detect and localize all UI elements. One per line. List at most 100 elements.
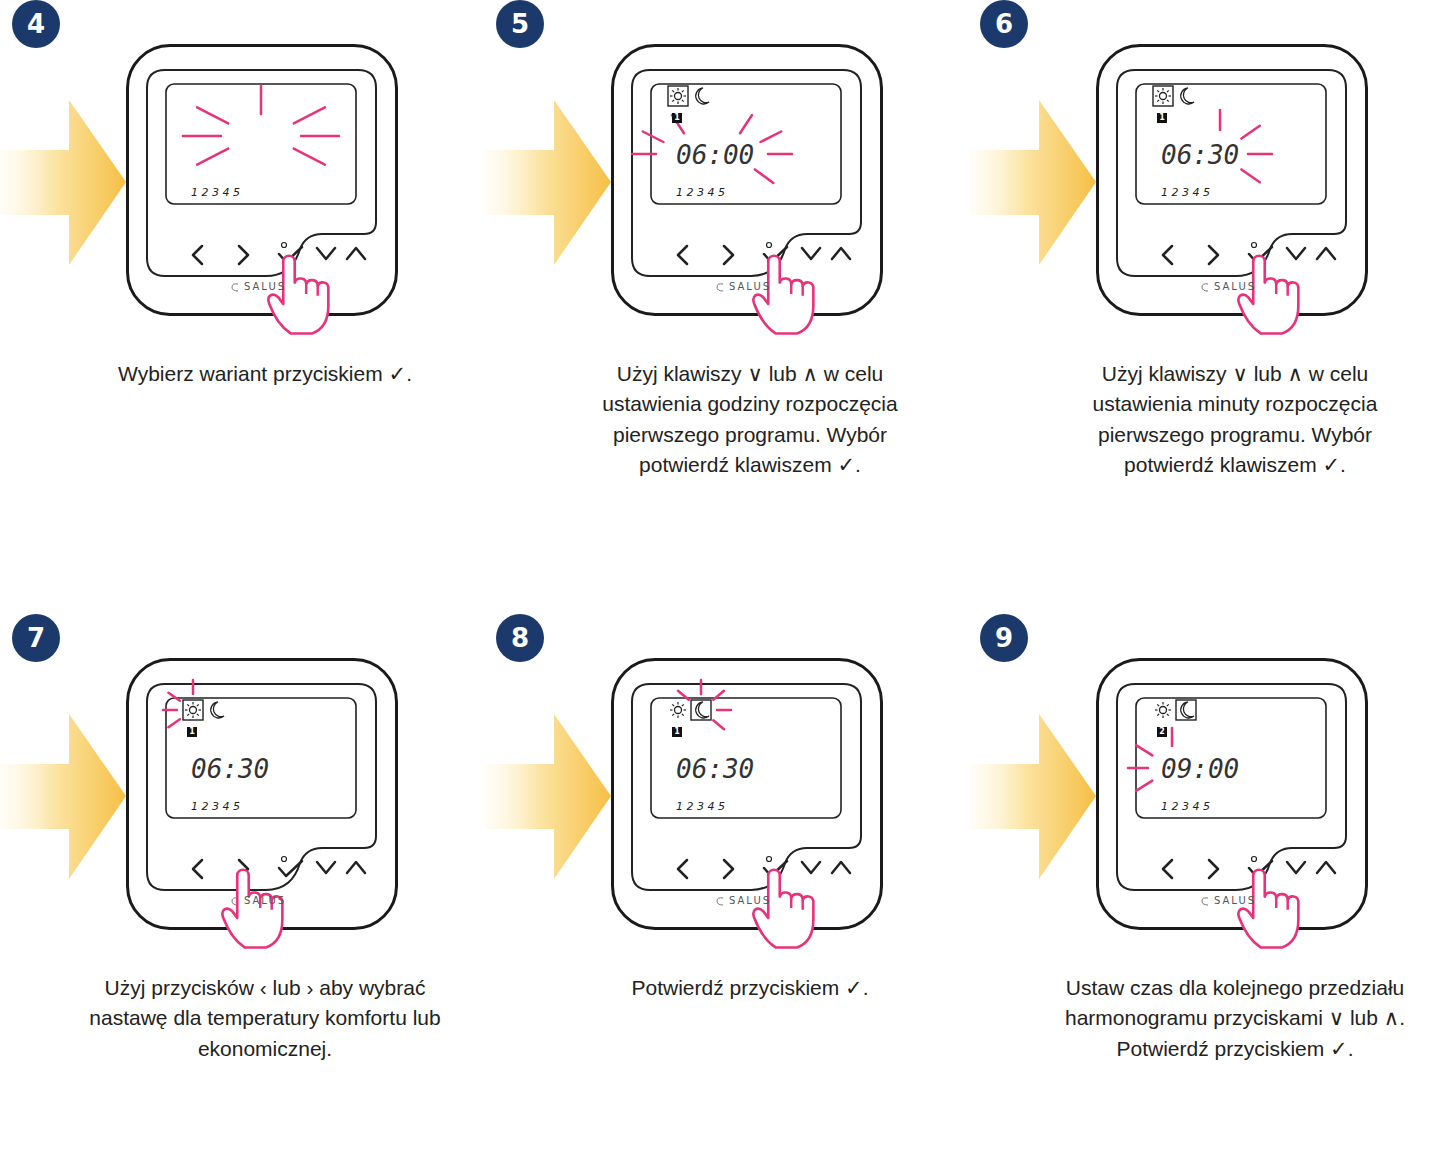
right-button	[1209, 860, 1218, 878]
blink-ray	[260, 86, 263, 114]
sun-ray	[677, 102, 678, 105]
sun-ray	[187, 714, 189, 716]
up-button	[347, 248, 365, 259]
up-button	[347, 862, 365, 873]
sun-ray	[1167, 100, 1169, 102]
right-button	[724, 246, 733, 264]
sun-ray	[682, 714, 684, 716]
blink-ray	[643, 132, 664, 143]
sun-ray	[677, 716, 678, 719]
logo-swirl	[1202, 284, 1208, 291]
right-button	[1209, 246, 1218, 264]
lcd-screen	[166, 698, 356, 818]
step-arrow	[969, 100, 1096, 265]
sun-ray	[1155, 709, 1158, 710]
step-arrow	[484, 100, 611, 265]
sun-ray	[1157, 714, 1159, 716]
thermostat-panel: 1 2 3 4 5SALUSWybierz wariant przyciskie…	[126, 44, 398, 316]
step-arrow	[484, 714, 611, 879]
lcd-prog: 1	[672, 727, 682, 737]
ok-button-sun	[282, 243, 287, 248]
sun-ray	[197, 704, 199, 706]
sun-ray	[1162, 102, 1163, 105]
thermostat-panel: 106:001 2 3 4 5SALUSUżyj klawiszy ∨ lub …	[611, 44, 883, 316]
sun-ray	[199, 709, 202, 710]
up-button	[832, 862, 850, 873]
blink-ray	[1241, 126, 1259, 139]
up-button	[1317, 248, 1335, 259]
blink-ray	[1248, 153, 1272, 156]
sun-ray	[684, 709, 687, 710]
lcd-prog: 1	[1157, 113, 1167, 123]
blink-ray	[678, 691, 689, 700]
logo-swirl	[1202, 898, 1208, 905]
lcd-salus: SALUS	[1099, 895, 1371, 906]
sun-ray	[192, 702, 193, 705]
step-number-text: 9	[995, 623, 1013, 653]
lcd-screen	[1136, 84, 1326, 204]
step-arrow	[969, 714, 1096, 879]
sun-ray	[1162, 88, 1163, 91]
step-arrow	[0, 100, 126, 265]
up-button	[1317, 862, 1335, 873]
blink-ray	[632, 153, 656, 156]
blink-ray	[197, 149, 228, 165]
lcd-days: 1 2 3 4 5	[676, 800, 725, 813]
step-number-text: 4	[27, 9, 45, 39]
blink-ray	[294, 149, 325, 165]
lcd-screen	[651, 84, 841, 204]
sun-ray	[684, 95, 687, 96]
right-button	[724, 860, 733, 878]
thermostat-drawing	[126, 44, 398, 316]
up-button	[832, 248, 850, 259]
lcd-time: 06:30	[191, 754, 269, 784]
sun-ray	[670, 95, 673, 96]
ok-button	[279, 861, 302, 876]
lcd-salus: SALUS	[1099, 281, 1371, 292]
left-button	[678, 246, 687, 264]
lcd-time: 06:00	[676, 140, 754, 170]
lcd-screen	[166, 84, 356, 204]
blink-ray	[1136, 781, 1152, 791]
blink-ray	[192, 680, 195, 694]
blink-ray	[301, 135, 339, 138]
step-number-text: 8	[511, 623, 529, 653]
lcd-days: 1 2 3 4 5	[1161, 186, 1210, 199]
icon-frame	[1153, 86, 1173, 106]
logo-swirl	[717, 284, 723, 291]
step-number: 7	[12, 614, 60, 662]
sun-icon	[1160, 707, 1167, 714]
lcd-days: 1 2 3 4 5	[191, 186, 240, 199]
step-caption: Użyj klawiszy ∨ lub ∧ w celu ustawienia …	[1055, 359, 1415, 481]
blink-ray	[197, 107, 228, 123]
down-button	[1287, 248, 1305, 259]
moon-icon	[1181, 702, 1194, 718]
sun-ray	[670, 709, 673, 710]
sun-ray	[672, 100, 674, 102]
bezel	[147, 684, 376, 890]
lcd-screen	[651, 698, 841, 818]
left-button	[678, 860, 687, 878]
icon-frame	[1176, 700, 1196, 720]
ok-button-sun	[767, 243, 772, 248]
sun-ray	[1157, 704, 1159, 706]
lcd-screen	[1136, 698, 1326, 818]
step-number: 8	[496, 614, 544, 662]
thermostat-drawing	[126, 658, 398, 930]
blink-ray	[740, 115, 752, 133]
blink-ray	[1171, 728, 1174, 746]
step-caption: Użyj przycisków ‹ lub › aby wybrać nasta…	[85, 973, 445, 1064]
thermostat-panel: 106:301 2 3 4 5SALUSUżyj klawiszy ∨ lub …	[1096, 44, 1368, 316]
pointing-hand	[268, 256, 328, 334]
blink-ray	[700, 680, 703, 694]
blink-ray	[717, 709, 731, 712]
step-caption: Użyj klawiszy ∨ lub ∧ w celu ustawienia …	[570, 359, 930, 481]
step-number-text: 5	[511, 9, 529, 39]
lcd-time: 06:30	[1161, 140, 1239, 170]
step-number-text: 7	[27, 623, 45, 653]
lcd-prog: 1	[672, 113, 682, 123]
sun-ray	[672, 90, 674, 92]
sun-ray	[1167, 704, 1169, 706]
lcd-days: 1 2 3 4 5	[1161, 800, 1210, 813]
sun-ray	[682, 704, 684, 706]
